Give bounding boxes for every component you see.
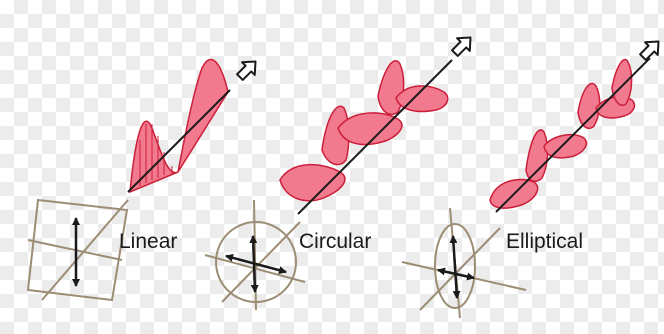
elliptical-wave — [489, 57, 651, 213]
elliptical-propagation-icon — [639, 40, 660, 61]
circular-propagation-icon — [451, 36, 472, 57]
linear-wave — [127, 58, 231, 194]
elliptical-polarization-arrows — [437, 235, 475, 299]
linear-label: Linear — [119, 230, 177, 253]
elliptical-label: Elliptical — [506, 230, 583, 253]
linear-propagation-icon — [236, 60, 257, 81]
elliptical-frame — [401, 207, 527, 319]
linear-frame — [26, 198, 129, 302]
circular-polarization-arrows — [225, 235, 287, 293]
circular-label: Circular — [299, 230, 371, 253]
circular-frame — [204, 199, 306, 311]
circular-panel: Circular — [204, 36, 472, 311]
elliptical-panel: Elliptical — [401, 40, 660, 319]
circular-wave — [279, 59, 453, 215]
linear-panel: Linear — [26, 58, 257, 302]
